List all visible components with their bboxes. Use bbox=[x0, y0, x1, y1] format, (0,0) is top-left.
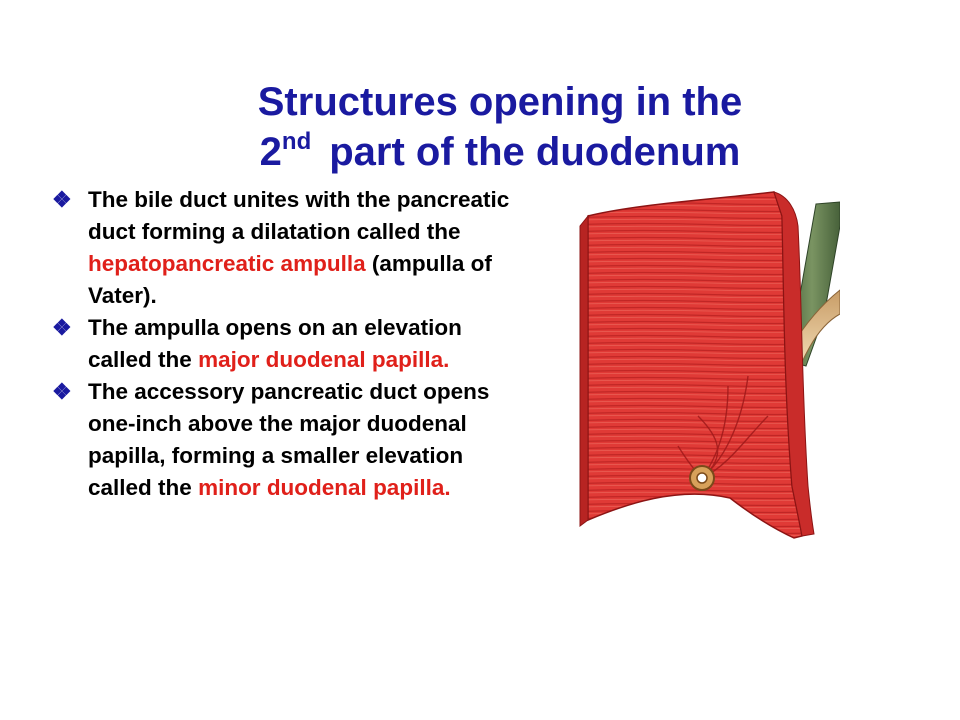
bullet-text: The bile duct unites with the pancreatic… bbox=[88, 187, 510, 244]
bullet-text: (ampulla of Vater). bbox=[88, 251, 492, 308]
bullet-highlight: hepatopancreatic ampulla bbox=[88, 251, 366, 276]
title-line-1: Structures opening in the bbox=[257, 79, 743, 124]
title-ordinal-suffix: nd bbox=[281, 127, 312, 155]
title-ordinal: 2 bbox=[259, 129, 282, 174]
bullet-item: ❖ The ampulla opens on an elevation call… bbox=[50, 312, 530, 376]
diamond-flower-icon: ❖ bbox=[52, 379, 72, 404]
bullet-item: ❖ The bile duct unites with the pancreat… bbox=[50, 184, 530, 312]
slide-title: Structures opening in the 2nd part of the… bbox=[150, 77, 850, 177]
bullet-highlight: major duodenal papilla. bbox=[198, 347, 450, 372]
left-edge bbox=[579, 214, 589, 527]
bullet-item: ❖ The accessory pancreatic duct opens on… bbox=[50, 376, 530, 504]
wall-cut-edge bbox=[773, 191, 815, 537]
bullet-text: The ampulla opens on an elevation called… bbox=[88, 315, 462, 372]
bullet-highlight: minor duodenal papilla. bbox=[198, 475, 451, 500]
diamond-flower-icon: ❖ bbox=[52, 315, 72, 340]
bullet-text: The accessory pancreatic duct opens one-… bbox=[88, 379, 490, 500]
diamond-flower-icon: ❖ bbox=[52, 187, 72, 212]
title-rest: part of the duodenum bbox=[329, 129, 741, 174]
title-line-2: 2nd part of the duodenum bbox=[150, 127, 850, 177]
bullet-list: ❖ The bile duct unites with the pancreat… bbox=[50, 184, 530, 504]
duodenum-illustration bbox=[579, 191, 840, 539]
